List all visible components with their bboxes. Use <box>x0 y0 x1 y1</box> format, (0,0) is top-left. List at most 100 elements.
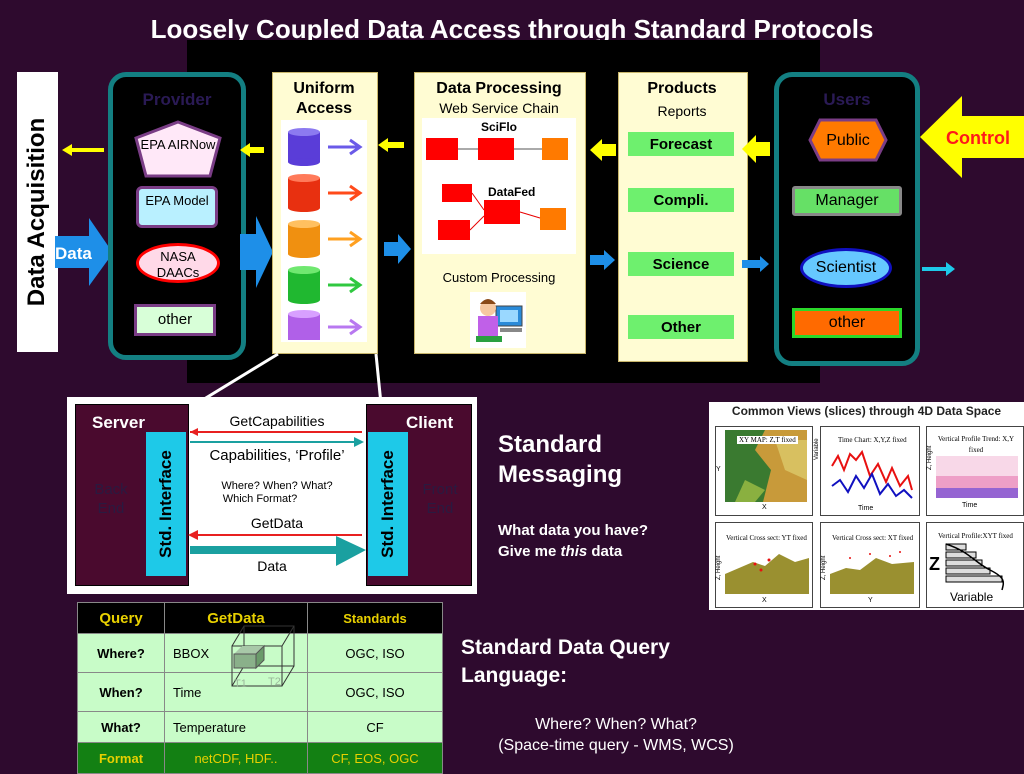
view-vertical-profile-trend-label: Vertical Profile Trend: X,Y fixed <box>937 435 1015 454</box>
server-label: Server <box>92 413 145 432</box>
view-cross-section-xt-ylabel: Z, Height <box>821 555 827 580</box>
give-me-data-line: Give me this data <box>498 543 623 560</box>
provider-item-other[interactable]: other <box>134 304 216 336</box>
view-cross-section-xt-xlabel: Y <box>868 597 873 604</box>
view-cross-section-yt-xlabel: X <box>762 597 767 604</box>
query-language-title: Standard Data Query Language: <box>461 636 670 687</box>
user-scientist[interactable]: Scientist <box>800 248 892 288</box>
client-std-interface: Std. Interface <box>368 432 408 576</box>
datafed-label: DataFed <box>488 185 536 199</box>
right-arrow-icon <box>384 234 411 264</box>
product-compliance[interactable]: Compli. <box>626 186 736 214</box>
view-vertical-profile-trend-xlabel: Time <box>962 502 978 509</box>
standards-cell: CF <box>307 711 443 743</box>
cross-section-yt-image <box>725 554 809 594</box>
right-arrow-icon <box>922 262 955 276</box>
profile-trend-image <box>936 456 1018 498</box>
query-language-line2: (Space-time query - WMS, WCS) <box>498 737 734 754</box>
data-acquisition-label: Data Acquisition <box>23 117 51 307</box>
slide-title: Loosely Coupled Data Access through Stan… <box>150 14 874 44</box>
public-shape <box>808 118 888 162</box>
control-label: Control <box>946 128 1010 148</box>
getdata-cell: Temperature <box>164 711 308 743</box>
provider-item-epa-model[interactable]: EPA Model <box>136 186 218 228</box>
server-std-interface: Std. Interface <box>146 432 186 576</box>
cross-section-xt-image <box>830 551 914 594</box>
query-cell: What? <box>77 711 165 743</box>
provider-item-nasa-daacs[interactable]: NASA DAACs <box>136 243 220 283</box>
left-arrow-icon <box>378 138 404 152</box>
view-vertical-profile-trend-ylabel: Z, Height <box>927 445 933 470</box>
standards-cell: CF, EOS, OGC <box>307 742 443 774</box>
provider-heading: Provider <box>142 90 212 109</box>
view-vertical-profile-ylabel: Z <box>929 554 940 574</box>
query-language-line1: Where? When? What? <box>535 716 697 733</box>
left-arrow-icon <box>240 143 264 157</box>
data-processing-sub: Web Service Chain <box>439 100 559 116</box>
which-format-label: Which Format? <box>222 493 298 505</box>
getdata-label: GetData <box>250 515 304 531</box>
query-cell: Where? <box>77 633 165 673</box>
sciflo-label: SciFlo <box>480 120 517 134</box>
table-row: What? Temperature CF <box>77 711 443 743</box>
right-arrow-icon <box>742 256 769 272</box>
query-cell: Format <box>77 742 165 774</box>
standards-cell: OGC, ISO <box>307 633 443 673</box>
view-time-chart-label: Time Chart: X,Y,Z fixed <box>838 436 907 444</box>
user-other[interactable]: other <box>792 308 902 338</box>
data-message-label: Data <box>257 558 287 574</box>
user-public[interactable]: Public <box>826 132 870 149</box>
view-cross-section-yt-label: Vertical Cross sect: YT fixed <box>726 534 807 542</box>
right-arrow-icon <box>590 250 615 270</box>
data-acquisition-box <box>17 72 58 352</box>
database-cylinders-icon <box>288 128 363 340</box>
epa-airnow-shape <box>134 120 222 178</box>
query-table-header: Query GetData Standards <box>77 602 443 634</box>
data-arrow-label: Data <box>55 244 92 263</box>
user-manager[interactable]: Manager <box>792 186 902 216</box>
query-cell: When? <box>77 672 165 712</box>
front-end-label: Front End <box>422 481 458 517</box>
products-sub: Reports <box>657 103 707 119</box>
where-when-what-label: Where? When? What? <box>221 480 333 492</box>
product-forecast[interactable]: Forecast <box>626 130 736 158</box>
left-arrow-icon <box>62 144 104 156</box>
back-end-label: Back End <box>94 481 128 517</box>
time-t2-label: T2 <box>268 676 281 688</box>
products-heading: Products <box>647 80 717 97</box>
standards-cell: OGC, ISO <box>307 672 443 712</box>
standard-messaging-title: Standard Messaging <box>498 431 623 488</box>
view-vertical-profile-xlabel: Variable <box>950 590 994 604</box>
left-arrow-icon <box>590 139 616 161</box>
view-cross-section-yt-ylabel: Z, Height <box>716 555 722 580</box>
data-arrow-icon <box>55 218 113 286</box>
product-other[interactable]: Other <box>626 313 736 341</box>
view-vertical-profile-label: Vertical Profile:XYT fixed <box>938 532 1013 540</box>
data-processing-heading: Data Processing <box>436 80 562 97</box>
getdata-cell: netCDF, HDF.. <box>164 742 308 774</box>
view-xy-map-xlabel: X <box>762 504 767 511</box>
message-arrows <box>188 428 366 566</box>
left-arrow-icon <box>742 135 770 163</box>
view-time-chart-ylabel: Variable <box>814 438 820 460</box>
control-arrow-icon <box>920 96 1024 178</box>
getcapabilities-label: GetCapabilities <box>229 413 325 429</box>
right-arrow-icon <box>240 216 273 288</box>
query-header: Query <box>77 602 165 634</box>
processing-chain-diagram <box>426 138 568 240</box>
provider-item-epa-airnow[interactable]: EPA AIRNow <box>140 137 216 152</box>
view-xy-map-ylabel: Y <box>716 466 721 473</box>
product-science[interactable]: Science <box>626 250 736 278</box>
common-views-title: Common Views (slices) through 4D Data Sp… <box>731 404 1002 418</box>
time-t1-label: T1 <box>234 678 247 690</box>
custom-processing-label: Custom Processing <box>442 270 556 285</box>
users-heading: Users <box>823 90 871 109</box>
view-cross-section-xt-label: Vertical Cross sect: XT fixed <box>832 534 914 542</box>
view-xy-map-label: XY MAP: Z,T fixed <box>737 436 798 444</box>
getdata-header: GetData <box>164 602 308 634</box>
view-time-chart-xlabel: Time <box>858 505 874 512</box>
bbox-cube-icon <box>231 625 295 687</box>
person-computer-icon <box>470 292 526 348</box>
what-data-question: What data you have? <box>498 522 649 539</box>
uniform-access-heading-1: Uniform <box>293 80 355 97</box>
